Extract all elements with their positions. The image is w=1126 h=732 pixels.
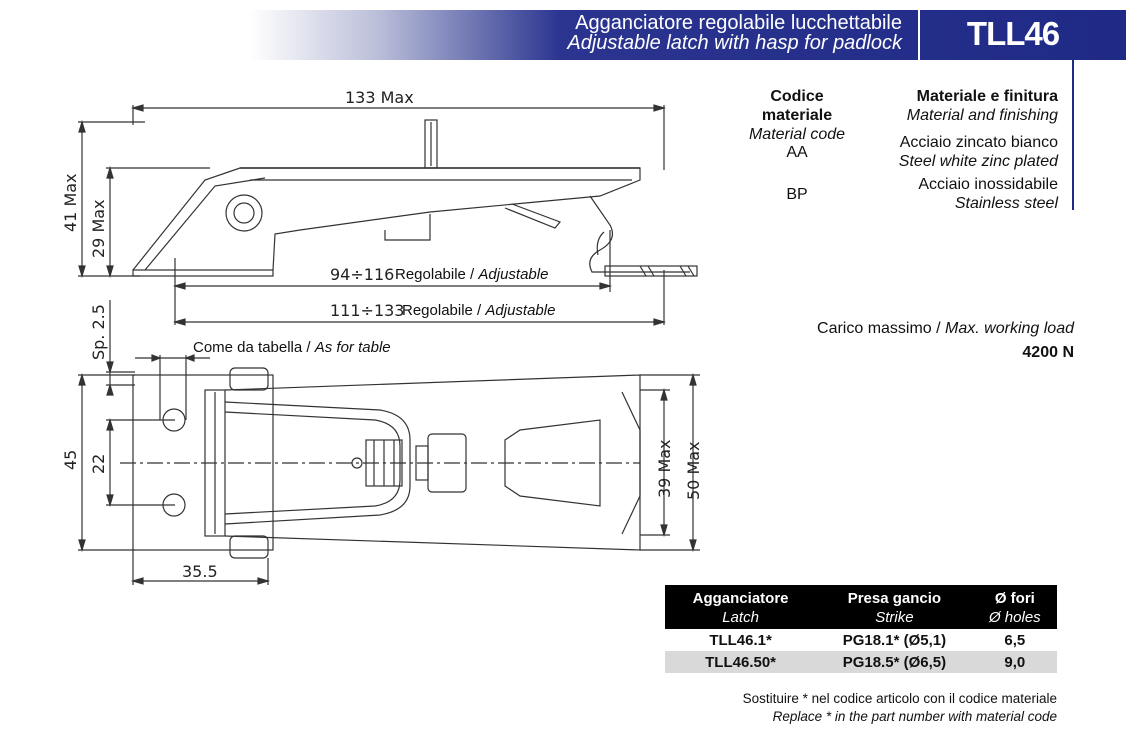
part-number-note: Sostituire * nel codice articolo con il …	[743, 690, 1057, 726]
dim-94: 94÷116	[330, 265, 394, 284]
note-english: Replace * in the part number with materi…	[772, 709, 1057, 724]
adjustable-label-1: Regolabile / Adjustable	[395, 266, 548, 283]
max-load-label: Carico massimo / Max. working load	[817, 318, 1074, 340]
header-divider	[918, 10, 920, 60]
material-code-bp: BP	[786, 186, 808, 203]
title-italian: Agganciatore regolabile lucchettabile	[575, 12, 902, 34]
max-load-value: 4200 N	[1022, 344, 1074, 361]
cell-latch: TLL46.1*	[709, 631, 772, 649]
side-divider	[1072, 60, 1074, 210]
material-finish-label-en: Material and finishing	[906, 107, 1058, 124]
dim-41: 41 Max	[61, 173, 80, 232]
cell-strike: PG18.5* (Ø6,5)	[816, 651, 973, 673]
material-code-aa: AA	[786, 144, 808, 161]
cell-strike: PG18.1* (Ø5,1)	[842, 631, 947, 649]
cell-holes: 6,5	[1004, 631, 1026, 649]
material-code-label: Codice materiale	[761, 88, 833, 124]
dim-111: 111÷133	[330, 301, 404, 320]
material-finish-header: Materiale e finitura Material and finish…	[907, 87, 1058, 125]
cell-latch: TLL46.50*	[665, 651, 817, 673]
dim-39: 39 Max	[655, 439, 674, 498]
cell-holes: 9,0	[972, 651, 1057, 673]
finish-aa-en: Steel white zinc plated	[898, 153, 1058, 170]
max-load-label-it: Carico massimo /	[817, 320, 941, 337]
dim-50: 50 Max	[684, 441, 703, 500]
adjustable-label-2: Regolabile / Adjustable	[402, 302, 555, 319]
material-finish-aa: Acciaio zincato bianco Steel white zinc …	[899, 133, 1058, 171]
title-english: Adjustable latch with hasp for padlock	[567, 32, 902, 54]
as-for-table-label: Come da tabella / As for table	[193, 339, 391, 356]
table-row: TLL46.1* PG18.1* (Ø5,1) 6,5	[665, 629, 1057, 651]
material-code-label-en: Material code	[748, 126, 846, 143]
header-title: Agganciatore regolabile lucchettabile Ad…	[567, 13, 902, 53]
material-finish-label: Materiale e finitura	[916, 88, 1058, 105]
dim-45: 45	[61, 450, 80, 470]
product-code: TLL46	[966, 15, 1060, 52]
dim-35: 35.5	[182, 562, 218, 581]
header-banner: Agganciatore regolabile lucchettabile Ad…	[0, 10, 1126, 60]
technical-drawing: 133 Max 41 Max 29 Max 94÷116 Regolabile …	[61, 88, 703, 585]
finish-bp-en: Stainless steel	[954, 195, 1058, 212]
finish-bp-it: Acciaio inossidabile	[918, 176, 1058, 193]
material-finish-bp: Acciaio inossidabile Stainless steel	[918, 175, 1058, 213]
table-row: TLL46.50* PG18.5* (Ø6,5) 9,0	[665, 651, 1057, 673]
dim-133: 133 Max	[345, 88, 414, 107]
dim-sp: Sp. 2.5	[89, 304, 108, 360]
max-load-label-en: Max. working load	[945, 320, 1074, 337]
dim-22: 22	[89, 454, 108, 474]
dim-29: 29 Max	[89, 199, 108, 258]
note-italian: Sostituire * nel codice articolo con il …	[742, 691, 1057, 706]
finish-aa-it: Acciaio zincato bianco	[899, 134, 1058, 151]
material-code-header: Codice materiale Material code	[734, 87, 860, 144]
